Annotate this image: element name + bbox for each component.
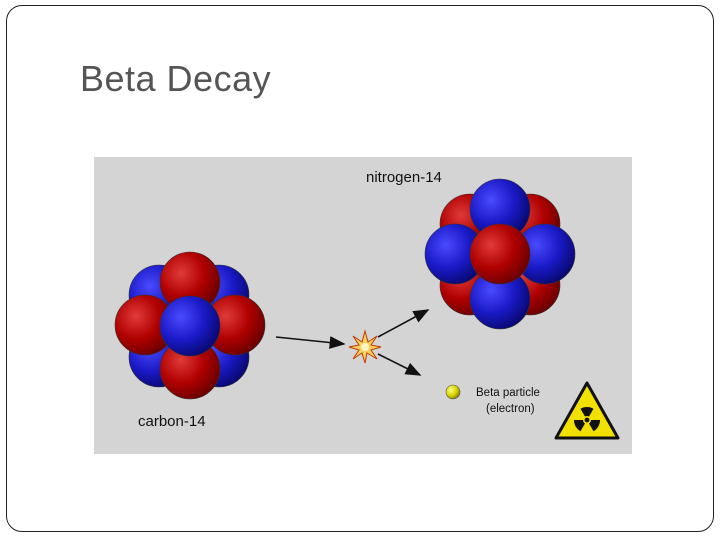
carbon-14-nucleus xyxy=(114,251,266,400)
electron-label: (electron) xyxy=(486,403,535,415)
beta-particle-label: Beta particle xyxy=(476,387,540,399)
beta-decay-figure: nitrogen-14 carbon-14 Beta particle (ele… xyxy=(94,157,632,454)
nitrogen-arrow xyxy=(377,309,430,338)
beta-particle xyxy=(445,384,461,400)
burst-icon xyxy=(348,329,382,364)
radiation-hazard-icon xyxy=(554,381,620,440)
nitrogen-14-nucleus xyxy=(424,178,576,330)
beta-arrow xyxy=(377,353,422,376)
slide-title: Beta Decay xyxy=(80,58,272,99)
carbon-14-label: carbon-14 xyxy=(138,413,206,430)
nitrogen-14-label: nitrogen-14 xyxy=(366,169,442,186)
beta-decay-diagram xyxy=(114,178,620,440)
decay-arrow xyxy=(275,336,346,349)
